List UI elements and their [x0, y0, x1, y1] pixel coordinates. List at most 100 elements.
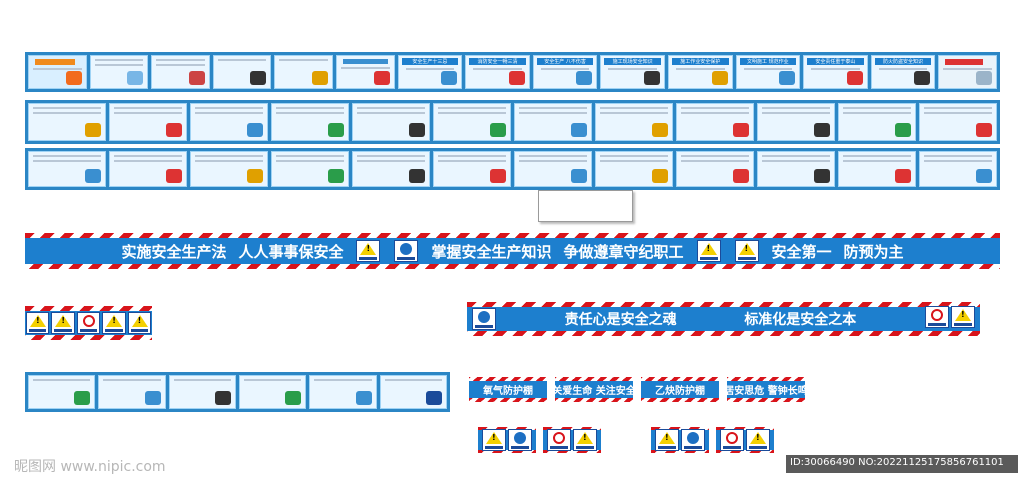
mid-slogan-bar: 责任心是安全之魂 标准化是安全之本 [467, 306, 980, 331]
slogan-text: 标准化是安全之本 [744, 312, 857, 328]
label-care-for-life: 关爱生命 关注安全 [552, 377, 636, 402]
board-title: 安全责任重于泰山 [807, 58, 864, 65]
warning-sign-icon [51, 312, 75, 334]
board-panel [151, 55, 210, 89]
long-slogan-banner: 实施安全生产法 人人事事保安全 掌握安全生产知识 争做遵章守纪职工 安全第一 防… [25, 233, 1000, 269]
board-strip-2 [25, 100, 1000, 144]
sign-tag-bar [716, 429, 774, 451]
mandatory-helmet-icon [394, 240, 419, 262]
sign-tag [478, 427, 536, 453]
warning-sign-icon [746, 429, 770, 451]
board-panel [109, 151, 187, 187]
sign-tag-bar [478, 429, 536, 451]
board-panel: 文明施工 规范作业 [735, 55, 801, 89]
board-panel [28, 55, 87, 89]
sign-tag [543, 427, 601, 453]
board-panel [676, 151, 754, 187]
board-panel: 安全生产十三忌 [397, 55, 463, 89]
long-slogan-bar: 实施安全生产法 人人事事保安全 掌握安全生产知识 争做遵章守纪职工 安全第一 防… [25, 238, 1000, 264]
board-panel [89, 55, 149, 89]
sign-tag [651, 427, 709, 453]
board-panel [595, 151, 673, 187]
warning-sign-icon [655, 429, 679, 451]
warning-sign-icon [950, 306, 975, 328]
prohibition-sign-icon [924, 306, 949, 328]
warning-sign-icon [482, 429, 506, 451]
board-panel [676, 103, 754, 141]
board-panel [919, 151, 997, 187]
board-panel [212, 55, 272, 89]
sign-bar [25, 311, 152, 335]
warning-sign-icon [102, 312, 126, 334]
board-panel: 安全生产 八不伤害 [532, 55, 598, 89]
board-strip-1: 安全生产十三忌 消防安全一畅三清 安全生产 八不伤害 施工现场安全知识 施工作业… [25, 52, 1000, 92]
board-panel [109, 103, 187, 141]
board-panel [595, 103, 673, 141]
board-panel [352, 151, 430, 187]
board-panel [514, 103, 592, 141]
board-panel [433, 103, 511, 141]
board-panel [28, 375, 96, 409]
board-panel [271, 103, 349, 141]
board-panel [238, 375, 307, 409]
board-title: 文明施工 规范作业 [739, 58, 797, 65]
board-panel [919, 103, 997, 141]
label-alarm-bell: 居安思危 警钟长鸣 [724, 377, 808, 402]
warning-sign-icon [127, 312, 152, 334]
selection-rectangle [538, 190, 633, 222]
board-panel: 施工现场安全知识 [600, 55, 665, 89]
board-panel [98, 375, 166, 409]
board-panel [352, 103, 430, 141]
board-panel [190, 103, 268, 141]
warning-sign-icon [696, 240, 721, 262]
label-oxygen-shed: 氧气防护棚 [469, 377, 547, 402]
board-panel [757, 103, 835, 141]
board-title: 安全生产十三忌 [401, 58, 459, 65]
board-panel [379, 375, 447, 409]
board-strip-3 [25, 148, 1000, 190]
board-panel [271, 151, 349, 187]
board-panel [433, 151, 511, 187]
board-panel [335, 55, 395, 89]
label-acetylene-shed: 乙炔防护棚 [641, 377, 719, 402]
board-panel: 消防安全一畅三清 [465, 55, 530, 89]
slogan-text: 防预为主 [843, 242, 904, 261]
sign-banner-small [25, 306, 152, 340]
mid-slogan-banner: 责任心是安全之魂 标准化是安全之本 [467, 302, 980, 336]
board-title: 施工作业安全保护 [671, 58, 729, 65]
board-panel: 施工作业安全保护 [667, 55, 733, 89]
board-panel [274, 55, 333, 89]
warning-sign-icon [356, 240, 381, 262]
slogan-text: 人人事事保安全 [238, 242, 344, 261]
board-panel [514, 151, 592, 187]
board-panel: 安全责任重于泰山 [803, 55, 868, 89]
board-panel [757, 151, 835, 187]
mandatory-helmet-icon [681, 429, 705, 451]
board-panel [190, 151, 268, 187]
prohibition-sign-icon [76, 312, 101, 334]
prohibition-sign-icon [720, 429, 744, 451]
slogan-text: 掌握安全生产知识 [431, 242, 552, 261]
watermark-site: 昵图网 www.nipic.com [14, 459, 166, 475]
board-title: 安全生产 八不伤害 [536, 58, 594, 65]
warning-sign-icon [573, 429, 597, 451]
board-panel [838, 151, 916, 187]
slogan-text: 争做遵章守纪职工 [563, 242, 684, 261]
board-title: 施工现场安全知识 [604, 58, 661, 65]
slogan-text: 实施安全生产法 [121, 242, 227, 261]
board-panel [838, 103, 916, 141]
mandatory-helmet-icon [472, 308, 496, 330]
sign-tag-bar [651, 429, 709, 451]
slogan-text: 安全第一 [771, 242, 832, 261]
board-panel: 防火防盗安全知识 [870, 55, 936, 89]
board-panel [28, 151, 106, 187]
board-panel [309, 375, 377, 409]
sign-tag [716, 427, 774, 453]
board-panel [168, 375, 236, 409]
board-panel [938, 55, 997, 89]
board-panel [28, 103, 106, 141]
sign-tag-bar [543, 429, 601, 451]
board-title: 消防安全一畅三清 [469, 58, 526, 65]
mandatory-helmet-icon [508, 429, 532, 451]
watermark-id-bar [786, 455, 1018, 473]
